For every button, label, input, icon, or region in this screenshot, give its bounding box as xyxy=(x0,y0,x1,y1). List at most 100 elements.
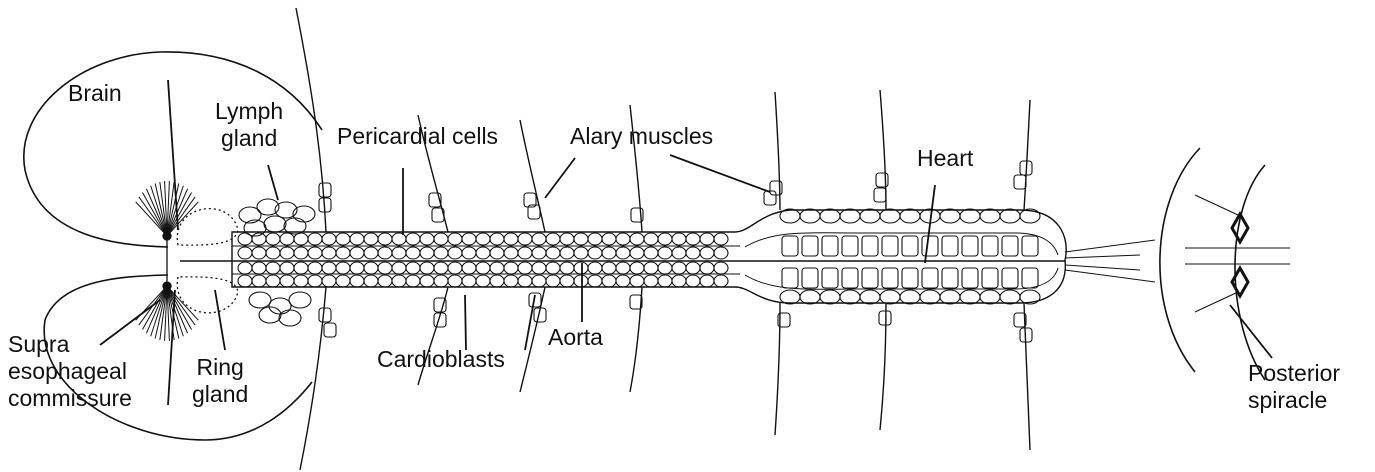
cardioblast-cell xyxy=(882,236,898,256)
heart-cell xyxy=(920,290,940,304)
leader-posterior-spiracle xyxy=(1230,305,1272,358)
aorta-cell xyxy=(462,233,476,245)
aorta-cell xyxy=(392,262,406,274)
cardioblast-cell xyxy=(842,268,858,288)
aorta-cell xyxy=(504,233,518,245)
aorta-cell xyxy=(294,262,308,274)
aorta-cell xyxy=(532,233,546,245)
aorta-cell xyxy=(686,262,700,274)
label-lymph-gland-line-1: Lymph xyxy=(215,98,283,125)
aorta-cell xyxy=(532,275,546,287)
aorta-cell xyxy=(336,262,350,274)
aorta-cell xyxy=(616,262,630,274)
aorta-cell xyxy=(448,275,462,287)
cardioblast-cell xyxy=(882,268,898,288)
pericardial-cell xyxy=(1014,175,1026,189)
aorta-cell xyxy=(714,262,728,274)
heart-cell xyxy=(900,209,920,223)
aorta-cell xyxy=(462,262,476,274)
label-ring-gland-line-1: Ring xyxy=(192,354,248,381)
aorta-cell xyxy=(420,247,434,259)
aorta-cell xyxy=(406,275,420,287)
aorta-cell xyxy=(588,262,602,274)
aorta-cell xyxy=(560,233,574,245)
aorta-cell xyxy=(602,275,616,287)
aorta-cell xyxy=(406,233,420,245)
label-cardioblasts: Cardioblasts xyxy=(377,346,505,373)
aorta-cell xyxy=(336,233,350,245)
cardioblast-cell xyxy=(822,268,838,288)
nerve-ray xyxy=(167,286,198,320)
aorta-cell xyxy=(672,275,686,287)
heart-cell xyxy=(860,209,880,223)
aorta-cell xyxy=(616,247,630,259)
aorta-cell xyxy=(364,247,378,259)
aorta-cell xyxy=(280,262,294,274)
aorta-cell xyxy=(546,233,560,245)
heart-cell xyxy=(940,290,960,304)
aorta-cell xyxy=(364,275,378,287)
label-supra-esophageal-commissure: Supra esophageal commissure xyxy=(8,331,132,412)
spike-6 xyxy=(880,90,886,430)
aorta-cell xyxy=(700,247,714,259)
aorta-cell xyxy=(546,262,560,274)
aorta-cell xyxy=(252,233,266,245)
heart-cell xyxy=(880,209,900,223)
heart-cell xyxy=(980,209,1000,223)
aorta-cell xyxy=(336,275,350,287)
lymph-gland-cell xyxy=(264,216,286,232)
heart-cell xyxy=(900,290,920,304)
aorta-cell xyxy=(252,262,266,274)
heart-cell xyxy=(960,290,980,304)
leader-cardioblasts-2 xyxy=(525,295,535,350)
aorta-cell xyxy=(672,262,686,274)
aorta-cell xyxy=(504,262,518,274)
aorta-cell xyxy=(490,233,504,245)
pericardial-cell xyxy=(879,311,891,325)
label-posterior-spiracle-line-1: Posterior xyxy=(1248,360,1340,387)
cardioblast-cell xyxy=(1022,268,1038,288)
aorta-cell xyxy=(546,247,560,259)
aorta-cell xyxy=(252,247,266,259)
aorta-cell xyxy=(644,262,658,274)
aorta-cell xyxy=(462,275,476,287)
aorta-cell xyxy=(434,247,448,259)
cardioblast-cell xyxy=(982,268,998,288)
aorta-cell xyxy=(364,262,378,274)
cardioblast-cell xyxy=(782,236,798,256)
aorta-cell xyxy=(658,247,672,259)
cardioblast-cell xyxy=(902,236,918,256)
aorta-cell xyxy=(560,275,574,287)
aorta-cell xyxy=(700,262,714,274)
aorta-cell xyxy=(686,247,700,259)
aorta-cell xyxy=(238,247,252,259)
cardioblast-cell xyxy=(842,236,858,256)
aorta-cell xyxy=(602,233,616,245)
heart-cell xyxy=(820,290,840,304)
cardioblast-cell xyxy=(802,236,818,256)
aorta-cell xyxy=(350,262,364,274)
aorta-cell xyxy=(630,275,644,287)
aorta-cell xyxy=(644,275,658,287)
aorta-cell xyxy=(448,262,462,274)
aorta-cell xyxy=(364,233,378,245)
aorta-cell xyxy=(350,275,364,287)
aorta-cell xyxy=(700,275,714,287)
aorta-cell xyxy=(630,262,644,274)
aorta-cell xyxy=(574,262,588,274)
cardioblast-cell xyxy=(962,268,978,288)
lymph-gland-cell xyxy=(293,206,315,222)
cardioblast-cell xyxy=(1002,268,1018,288)
aorta-cell xyxy=(686,275,700,287)
leader-heart xyxy=(925,185,935,263)
aorta-cell xyxy=(294,247,308,259)
aorta-cell xyxy=(588,233,602,245)
aorta-cell xyxy=(490,247,504,259)
heart-cell xyxy=(800,290,820,304)
aorta-cell xyxy=(630,233,644,245)
aorta-cell xyxy=(518,233,532,245)
label-alary-muscles: Alary muscles xyxy=(570,123,713,150)
leader-cardioblasts-1 xyxy=(465,295,466,350)
spiracle-fan-bottom xyxy=(1195,292,1238,312)
label-ring-gland: Ring gland xyxy=(192,354,248,408)
